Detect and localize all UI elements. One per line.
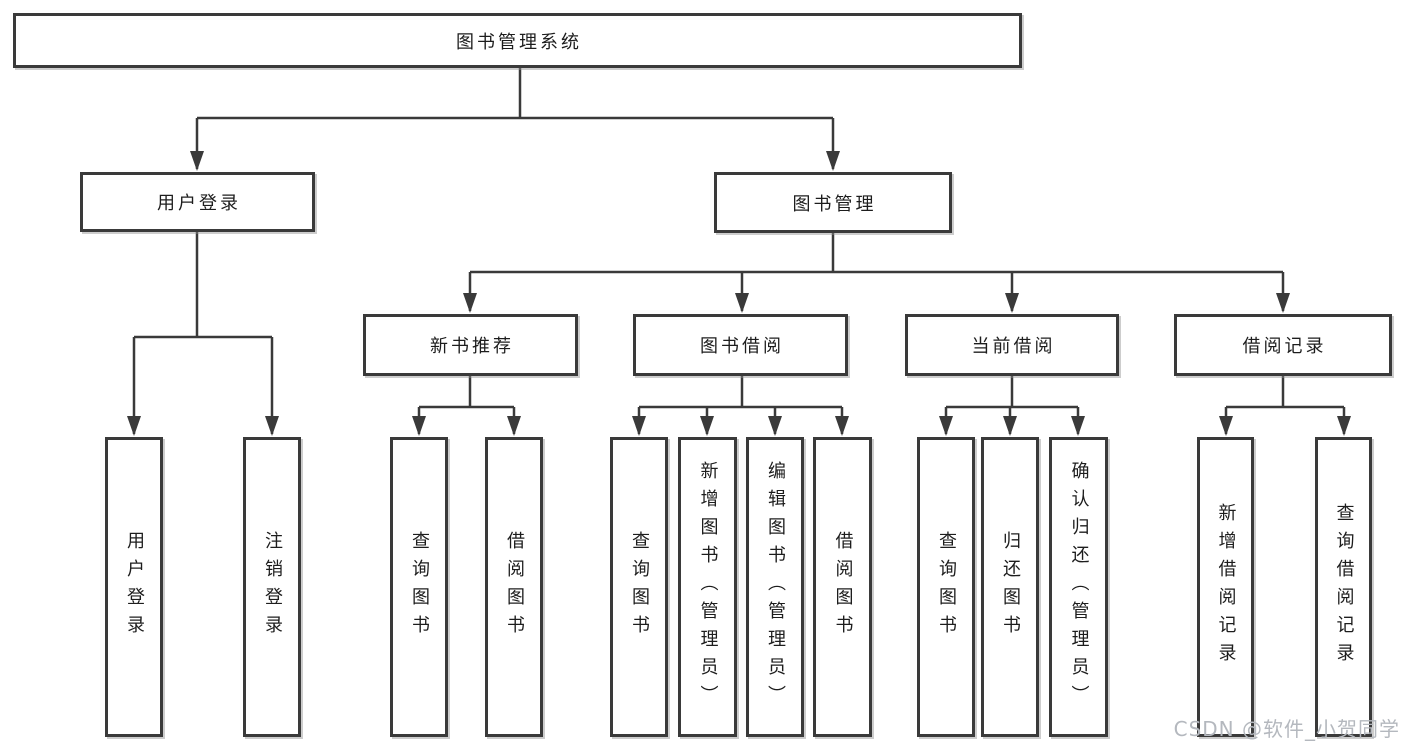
leaf-query-book-current: 查询图书 (917, 437, 975, 737)
node-borrow-record: 借阅记录 (1174, 314, 1392, 376)
csdn-watermark: CSDN @软件_小贺同学 (1173, 717, 1400, 741)
leaf-label: 归还图书 (1000, 531, 1021, 643)
leaf-label: 查询图书 (936, 531, 957, 643)
leaf-label: 注销登录 (262, 531, 283, 643)
connector-borrow-record-to-leaves (1219, 376, 1351, 436)
connector-root-to-level1 (190, 68, 840, 171)
leaf-add-book-admin: 新增图书（管理员） (678, 437, 737, 737)
node-new-book-recommend: 新书推荐 (363, 314, 578, 376)
connector-user-login-to-leaves (127, 232, 279, 436)
node-label: 图书管理系统 (456, 31, 582, 53)
leaf-confirm-return-admin: 确认归还（管理员） (1049, 437, 1108, 737)
node-label: 新书推荐 (430, 336, 514, 357)
leaf-logout-login: 注销登录 (243, 437, 301, 737)
leaf-label: 确认归还（管理员） (1068, 461, 1090, 713)
leaf-label: 新增图书（管理员） (697, 461, 719, 713)
node-label: 借阅记录 (1242, 336, 1327, 357)
leaf-query-book: 查询图书 (610, 437, 668, 737)
leaf-add-borrow-record: 新增借阅记录 (1197, 437, 1254, 737)
node-label: 用户登录 (157, 193, 241, 214)
leaf-query-book-recommend: 查询图书 (390, 437, 448, 737)
node-book-management: 图书管理 (714, 172, 952, 233)
node-root: 图书管理系统 (13, 13, 1022, 68)
leaf-query-borrow-record: 查询借阅记录 (1315, 437, 1372, 737)
connector-book-management-to-level2 (463, 233, 1290, 313)
node-book-borrow: 图书借阅 (633, 314, 848, 376)
leaf-user-login: 用户登录 (105, 437, 163, 737)
leaf-edit-book-admin: 编辑图书（管理员） (746, 437, 804, 737)
leaf-label: 编辑图书（管理员） (765, 461, 786, 713)
node-label: 图书管理 (792, 193, 877, 215)
leaf-borrow-book-recommend: 借阅图书 (485, 437, 543, 737)
node-current-borrow: 当前借阅 (905, 314, 1119, 376)
leaf-label: 借阅图书 (504, 531, 525, 643)
node-label: 图书借阅 (700, 336, 784, 357)
connector-new-book-to-leaves (412, 376, 521, 436)
leaf-borrow-book: 借阅图书 (813, 437, 872, 737)
connector-book-borrow-to-leaves (632, 376, 849, 436)
leaf-label: 用户登录 (124, 531, 145, 643)
connector-current-borrow-to-leaves (939, 376, 1085, 436)
leaf-label: 查询图书 (629, 531, 650, 643)
leaf-return-book: 归还图书 (981, 437, 1039, 737)
leaf-label: 新增借阅记录 (1215, 503, 1237, 671)
leaf-label: 查询借阅记录 (1333, 503, 1355, 671)
node-label: 当前借阅 (971, 336, 1056, 357)
node-user-login: 用户登录 (80, 172, 315, 232)
leaf-label: 借阅图书 (832, 531, 854, 643)
leaf-label: 查询图书 (409, 531, 430, 643)
